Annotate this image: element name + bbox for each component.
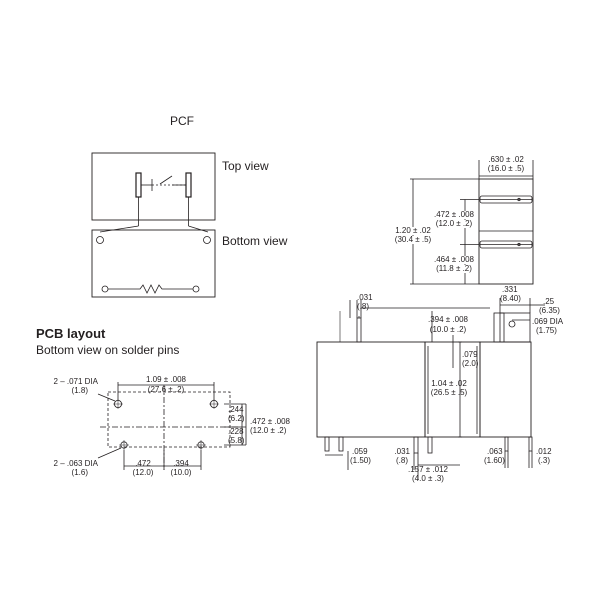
- pcb-span-109-mm: (27.6 ± .2): [147, 385, 185, 394]
- side-d25-mm: (6.35): [539, 306, 560, 315]
- schematic-top-view: [91, 152, 216, 233]
- top-d464-mm: (11.8 ± .2): [436, 264, 472, 273]
- pcb-d228-mm: (5.8): [228, 436, 245, 445]
- side-d331-mm: (8.40): [500, 294, 521, 303]
- top-d120-in: 1.20 ± .02: [395, 226, 431, 235]
- top-d464-in: .464 ± .008: [434, 255, 474, 264]
- front-d157-in: .157 ± .012: [408, 465, 448, 474]
- front-d157-mm: (4.0 ± .3): [412, 474, 444, 483]
- front-d031-in: .031: [357, 293, 373, 302]
- side-d012-mm: (.3): [538, 456, 550, 465]
- top-d120-mm: (30.4 ± .5): [394, 235, 432, 244]
- pcb-d472h-mm: (12.0): [132, 468, 154, 477]
- pcb-layout-subtitle: Bottom view on solder pins: [36, 343, 180, 357]
- pcb-d228-in: .228: [228, 427, 244, 436]
- top-d630-in: .630 ± .02: [488, 155, 524, 164]
- pcb-d244-in: .244: [228, 405, 244, 414]
- schematic-bottom-view: [91, 229, 216, 298]
- front-d394-in: .394 ± .008: [428, 315, 468, 324]
- front-d079-mm: (2.0): [462, 359, 479, 368]
- front-d031-mm: (.8): [357, 302, 369, 311]
- top-d472-mm: (12.0 ± .2): [435, 219, 473, 228]
- pcb-hole-063-mm: (1.6): [71, 468, 88, 477]
- side-d069-in: .069 DIA: [532, 317, 564, 326]
- side-d063-mm: (1.60): [484, 456, 505, 465]
- pcb-d394h-mm: (10.0): [170, 468, 192, 477]
- front-d031b-mm: (.8): [396, 456, 408, 465]
- pcb-d472v-mm: (12.0 ± .2): [250, 426, 287, 435]
- side-d25-in: .25: [543, 297, 555, 306]
- top-d472-in: .472 ± .008: [434, 210, 474, 219]
- front-d079-in: .079: [462, 350, 478, 359]
- pcb-d472h-in: .472: [135, 459, 151, 468]
- side-view-drawing: [479, 298, 545, 468]
- pcb-span-109-in: 1.09 ± .008: [146, 375, 186, 384]
- pcb-d244-mm: (6.2): [228, 414, 245, 423]
- front-d031b-in: .031: [394, 447, 410, 456]
- pcb-layout-title: PCB layout: [36, 326, 106, 341]
- top-view-label: Top view: [222, 159, 269, 173]
- schematic-title: PCF: [170, 114, 194, 128]
- pcb-hole-063-in: 2 – .063 DIA: [53, 459, 98, 468]
- front-view-drawing: [316, 300, 505, 480]
- side-d331-in: .331: [502, 285, 518, 294]
- side-d012-in: .012: [536, 447, 552, 456]
- pcb-hole-071-in: 2 – .071 DIA: [53, 377, 98, 386]
- front-d059-mm: (1.50): [350, 456, 371, 465]
- front-d059-in: .059: [352, 447, 368, 456]
- pcb-d394h-in: .394: [173, 459, 189, 468]
- bottom-view-label: Bottom view: [222, 234, 288, 248]
- front-d394-mm: (10.0 ± .2): [429, 325, 467, 334]
- pcb-layout-drawing: [97, 382, 247, 470]
- side-d063-in: .063: [487, 447, 503, 456]
- top-d630-mm: (16.0 ± .5): [487, 164, 525, 173]
- pcb-hole-071-mm: (1.8): [71, 386, 88, 395]
- front-d104-in: 1.04 ± .02: [431, 379, 467, 388]
- side-d069-mm: (1.75): [536, 326, 557, 335]
- front-d104-mm: (26.5 ± .5): [430, 388, 468, 397]
- pcb-d472v-in: .472 ± .008: [250, 417, 290, 426]
